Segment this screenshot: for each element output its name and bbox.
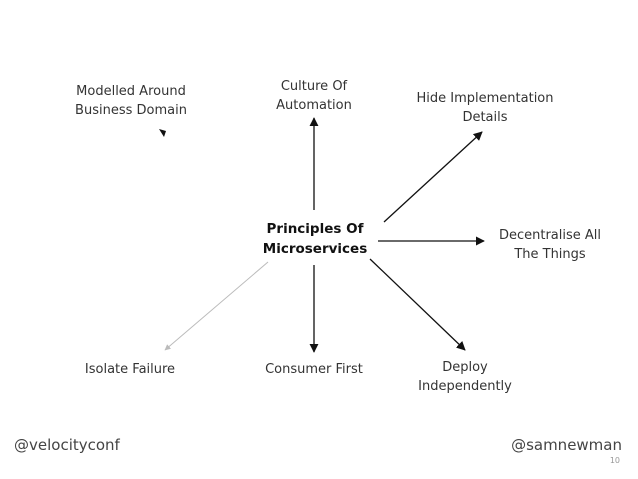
center-node: Principles Of Microservices [256, 219, 374, 259]
node-culture-line-1: Culture Of [280, 79, 348, 94]
arrow-deploy [369, 258, 466, 351]
node-culture-line-2: Automation [276, 98, 352, 113]
center-line-1: Principles Of [266, 221, 364, 237]
node-isolate-line-1: Isolate Failure [84, 362, 176, 377]
node-decentralise-all-the-things: Decentralise All The Things [488, 226, 612, 264]
footer-right-handle: @samnewman [511, 436, 622, 454]
node-modelled-line-1: Modelled Around [76, 84, 186, 99]
node-modelled-around-business-domain: Modelled Around Business Domain [66, 82, 196, 120]
footer-left-handle: @velocityconf [14, 436, 120, 454]
node-decentralise-line-2: The Things [514, 247, 586, 262]
node-deploy-independently: Deploy Independently [408, 358, 522, 396]
page-number: 10 [609, 456, 620, 465]
node-consumer-line-1: Consumer First [265, 362, 363, 377]
node-hide-line-1: Hide Implementation [416, 91, 554, 106]
node-hide-implementation-details: Hide Implementation Details [405, 89, 565, 127]
node-modelled-line-2: Business Domain [75, 103, 187, 118]
node-isolate-failure: Isolate Failure [68, 360, 192, 379]
arrow-hide [383, 131, 483, 223]
node-hide-line-2: Details [462, 110, 508, 125]
arrow-isolate [164, 261, 269, 351]
node-deploy-line-2: Independently [418, 379, 512, 394]
arrowhead-modelled [159, 129, 166, 137]
center-line-2: Microservices [262, 241, 368, 257]
node-culture-of-automation: Culture Of Automation [259, 77, 369, 115]
node-deploy-line-1: Deploy [442, 360, 488, 375]
node-consumer-first: Consumer First [252, 360, 376, 379]
node-decentralise-line-1: Decentralise All [498, 228, 602, 243]
